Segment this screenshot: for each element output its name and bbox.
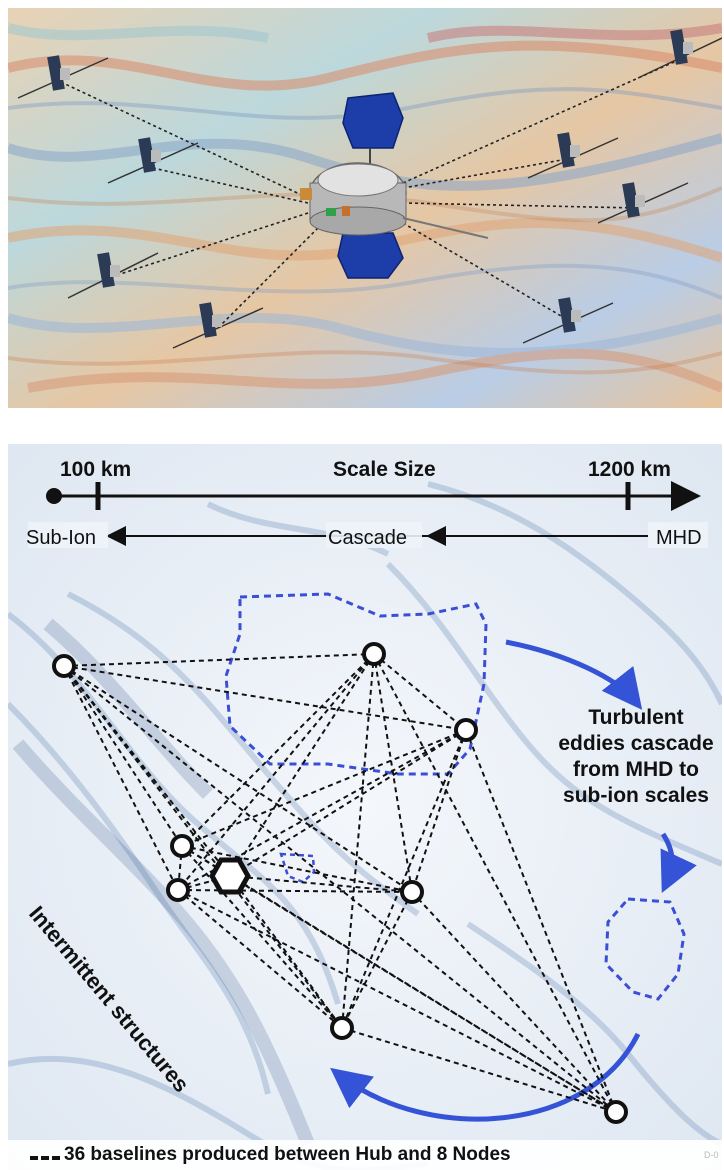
scale-title: Scale Size [333, 458, 436, 481]
spacecraft-illustration-panel [8, 8, 722, 408]
satellite-node-8 [522, 297, 614, 344]
cascade-flow-arrow-3 [330, 1032, 641, 1122]
tether-lines [62, 57, 684, 329]
legend-footer [8, 1140, 722, 1170]
medium-eddy-outline [604, 897, 686, 1001]
satellite-node-3 [67, 252, 159, 299]
callout-line-2: eddies cascade [558, 732, 713, 755]
satellite-node-2 [107, 137, 199, 184]
mhd-label-bg [648, 522, 708, 548]
node-4-icon [170, 834, 194, 858]
cascade-flow-arrow-1 [505, 639, 643, 710]
satellite-node-1 [17, 55, 109, 99]
turbulence-background [8, 444, 722, 1170]
satellite-node-4 [172, 302, 264, 349]
baseline-diagram-panel: 100 km Scale Size 1200 km Sub-Ion Cascad… [8, 444, 722, 1170]
callout-line-1: Turbulent [588, 706, 683, 729]
scale-label-100km: 100 km [60, 458, 131, 481]
node-6-icon [400, 880, 424, 904]
callout-line-3: from MHD to [573, 758, 699, 781]
node-3-icon [454, 718, 478, 742]
spacecraft-hub-icon [300, 92, 489, 279]
baseline-lines [63, 653, 617, 1113]
satellite-node-6 [527, 132, 619, 179]
cascade-label-sub-ion: Sub-Ion [26, 527, 96, 549]
callout-line-4: sub-ion scales [563, 784, 709, 807]
cascade-label-bg [326, 522, 422, 548]
node-1-icon [52, 654, 76, 678]
turbulence-callout: Turbulent eddies cascade from MHD to sub… [558, 706, 713, 807]
scale-bar-origin-dot [46, 488, 62, 504]
cascade-label-center: Cascade [328, 527, 407, 549]
cascade-label-mhd: MHD [656, 527, 702, 549]
satellite-node-7 [597, 182, 689, 224]
document-id: D-0 [704, 1150, 719, 1160]
satellite-node-5 [637, 29, 722, 79]
large-eddy-outline [224, 592, 488, 776]
turbulence-dark-streaks [12, 618, 315, 1147]
scale-label-1200km: 1200 km [588, 458, 671, 481]
legend-dashed-line-icon [30, 1156, 60, 1160]
node-8-icon [604, 1100, 628, 1124]
sub-ion-label-bg [28, 522, 108, 548]
node-5-icon [166, 878, 190, 902]
cascade-flow-arrow-2 [660, 832, 697, 894]
node-7-icon [330, 1016, 354, 1040]
node-2-icon [362, 642, 386, 666]
small-eddy-outline [279, 852, 316, 884]
legend-text: 36 baselines produced between Hub and 8 … [64, 1144, 511, 1165]
hexagon-icon [209, 857, 251, 895]
